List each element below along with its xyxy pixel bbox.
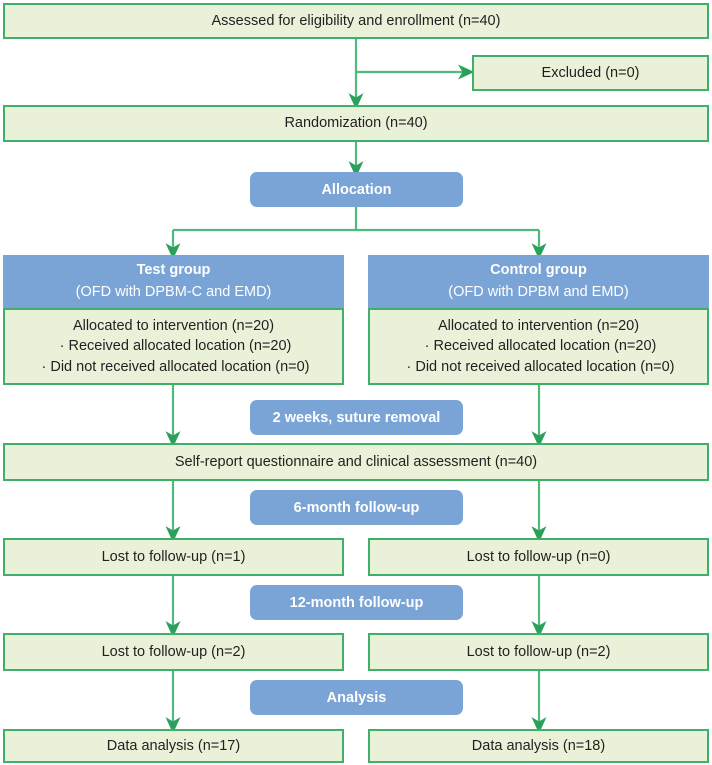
arm-control-data-analysis-box: Data analysis (n=18) [368,729,709,763]
arm-test-lost-12m-label: Lost to follow-up (n=2) [101,643,246,660]
arm-test-lost-6m-box: Lost to follow-up (n=1) [3,538,344,576]
arm-header-test: Test group (OFD with DPBM-C and EMD) [3,255,344,308]
assessed-label: Assessed for eligibility and enrollment … [211,12,501,29]
arm-test-bullets: · Received allocated location (n=20) · D… [3,336,344,377]
randomization-box: Randomization (n=40) [3,105,709,142]
arm-control-analysis-label: Data analysis (n=18) [471,737,606,754]
stage-analysis-label: Analysis [326,689,387,706]
arm-test-analysis-label: Data analysis (n=17) [106,737,241,754]
arm-test-subtitle: (OFD with DPBM-C and EMD) [75,283,272,300]
arm-control-bullet-1: · Received allocated location (n=20) [424,338,657,355]
arm-control-lost-6m-label: Lost to follow-up (n=0) [466,548,611,565]
arm-test-allocated-label: Allocated to intervention (n=20) [72,317,275,334]
stage-pill-analysis: Analysis [250,680,463,715]
self-report-assessment-box: Self-report questionnaire and clinical a… [3,443,709,481]
stage-allocation-label: Allocation [321,181,392,198]
stage-pill-followup-12m: 12-month follow-up [250,585,463,620]
arm-control-bullet-2: · Did not received allocated location (n… [406,358,675,375]
stage-suture-removal-label: 2 weeks, suture removal [272,409,441,426]
arm-test-bullet-2: · Did not received allocated location (n… [41,358,310,375]
stage-pill-followup-6m: 6-month follow-up [250,490,463,525]
arm-control-lost-6m-box: Lost to follow-up (n=0) [368,538,709,576]
arm-control-lost-12m-label: Lost to follow-up (n=2) [466,643,611,660]
arm-test-allocation-box: Allocated to intervention (n=20) · Recei… [3,308,344,385]
arm-control-bullets: · Received allocated location (n=20) · D… [368,336,709,377]
arm-header-control: Control group (OFD with DPBM and EMD) [368,255,709,308]
arm-control-allocation-box: Allocated to intervention (n=20) · Recei… [368,308,709,385]
assessed-for-eligibility-box: Assessed for eligibility and enrollment … [3,3,709,39]
arm-test-lost-6m-label: Lost to follow-up (n=1) [101,548,246,565]
stage-followup-12m-label: 12-month follow-up [289,594,424,611]
arm-test-data-analysis-box: Data analysis (n=17) [3,729,344,763]
arm-test-lost-12m-box: Lost to follow-up (n=2) [3,633,344,671]
excluded-box: Excluded (n=0) [472,55,709,91]
stage-pill-suture-removal: 2 weeks, suture removal [250,400,463,435]
arm-control-lost-12m-box: Lost to follow-up (n=2) [368,633,709,671]
assessment-label: Self-report questionnaire and clinical a… [174,453,538,470]
stage-pill-allocation: Allocation [250,172,463,207]
excluded-label: Excluded (n=0) [541,64,640,81]
arm-control-subtitle: (OFD with DPBM and EMD) [448,283,629,300]
randomization-label: Randomization (n=40) [284,115,428,132]
arm-control-allocated-label: Allocated to intervention (n=20) [437,317,640,334]
stage-followup-6m-label: 6-month follow-up [293,499,420,516]
arm-test-title: Test group [136,262,211,279]
arm-control-title: Control group [490,262,587,279]
arm-test-bullet-1: · Received allocated location (n=20) [59,338,292,355]
